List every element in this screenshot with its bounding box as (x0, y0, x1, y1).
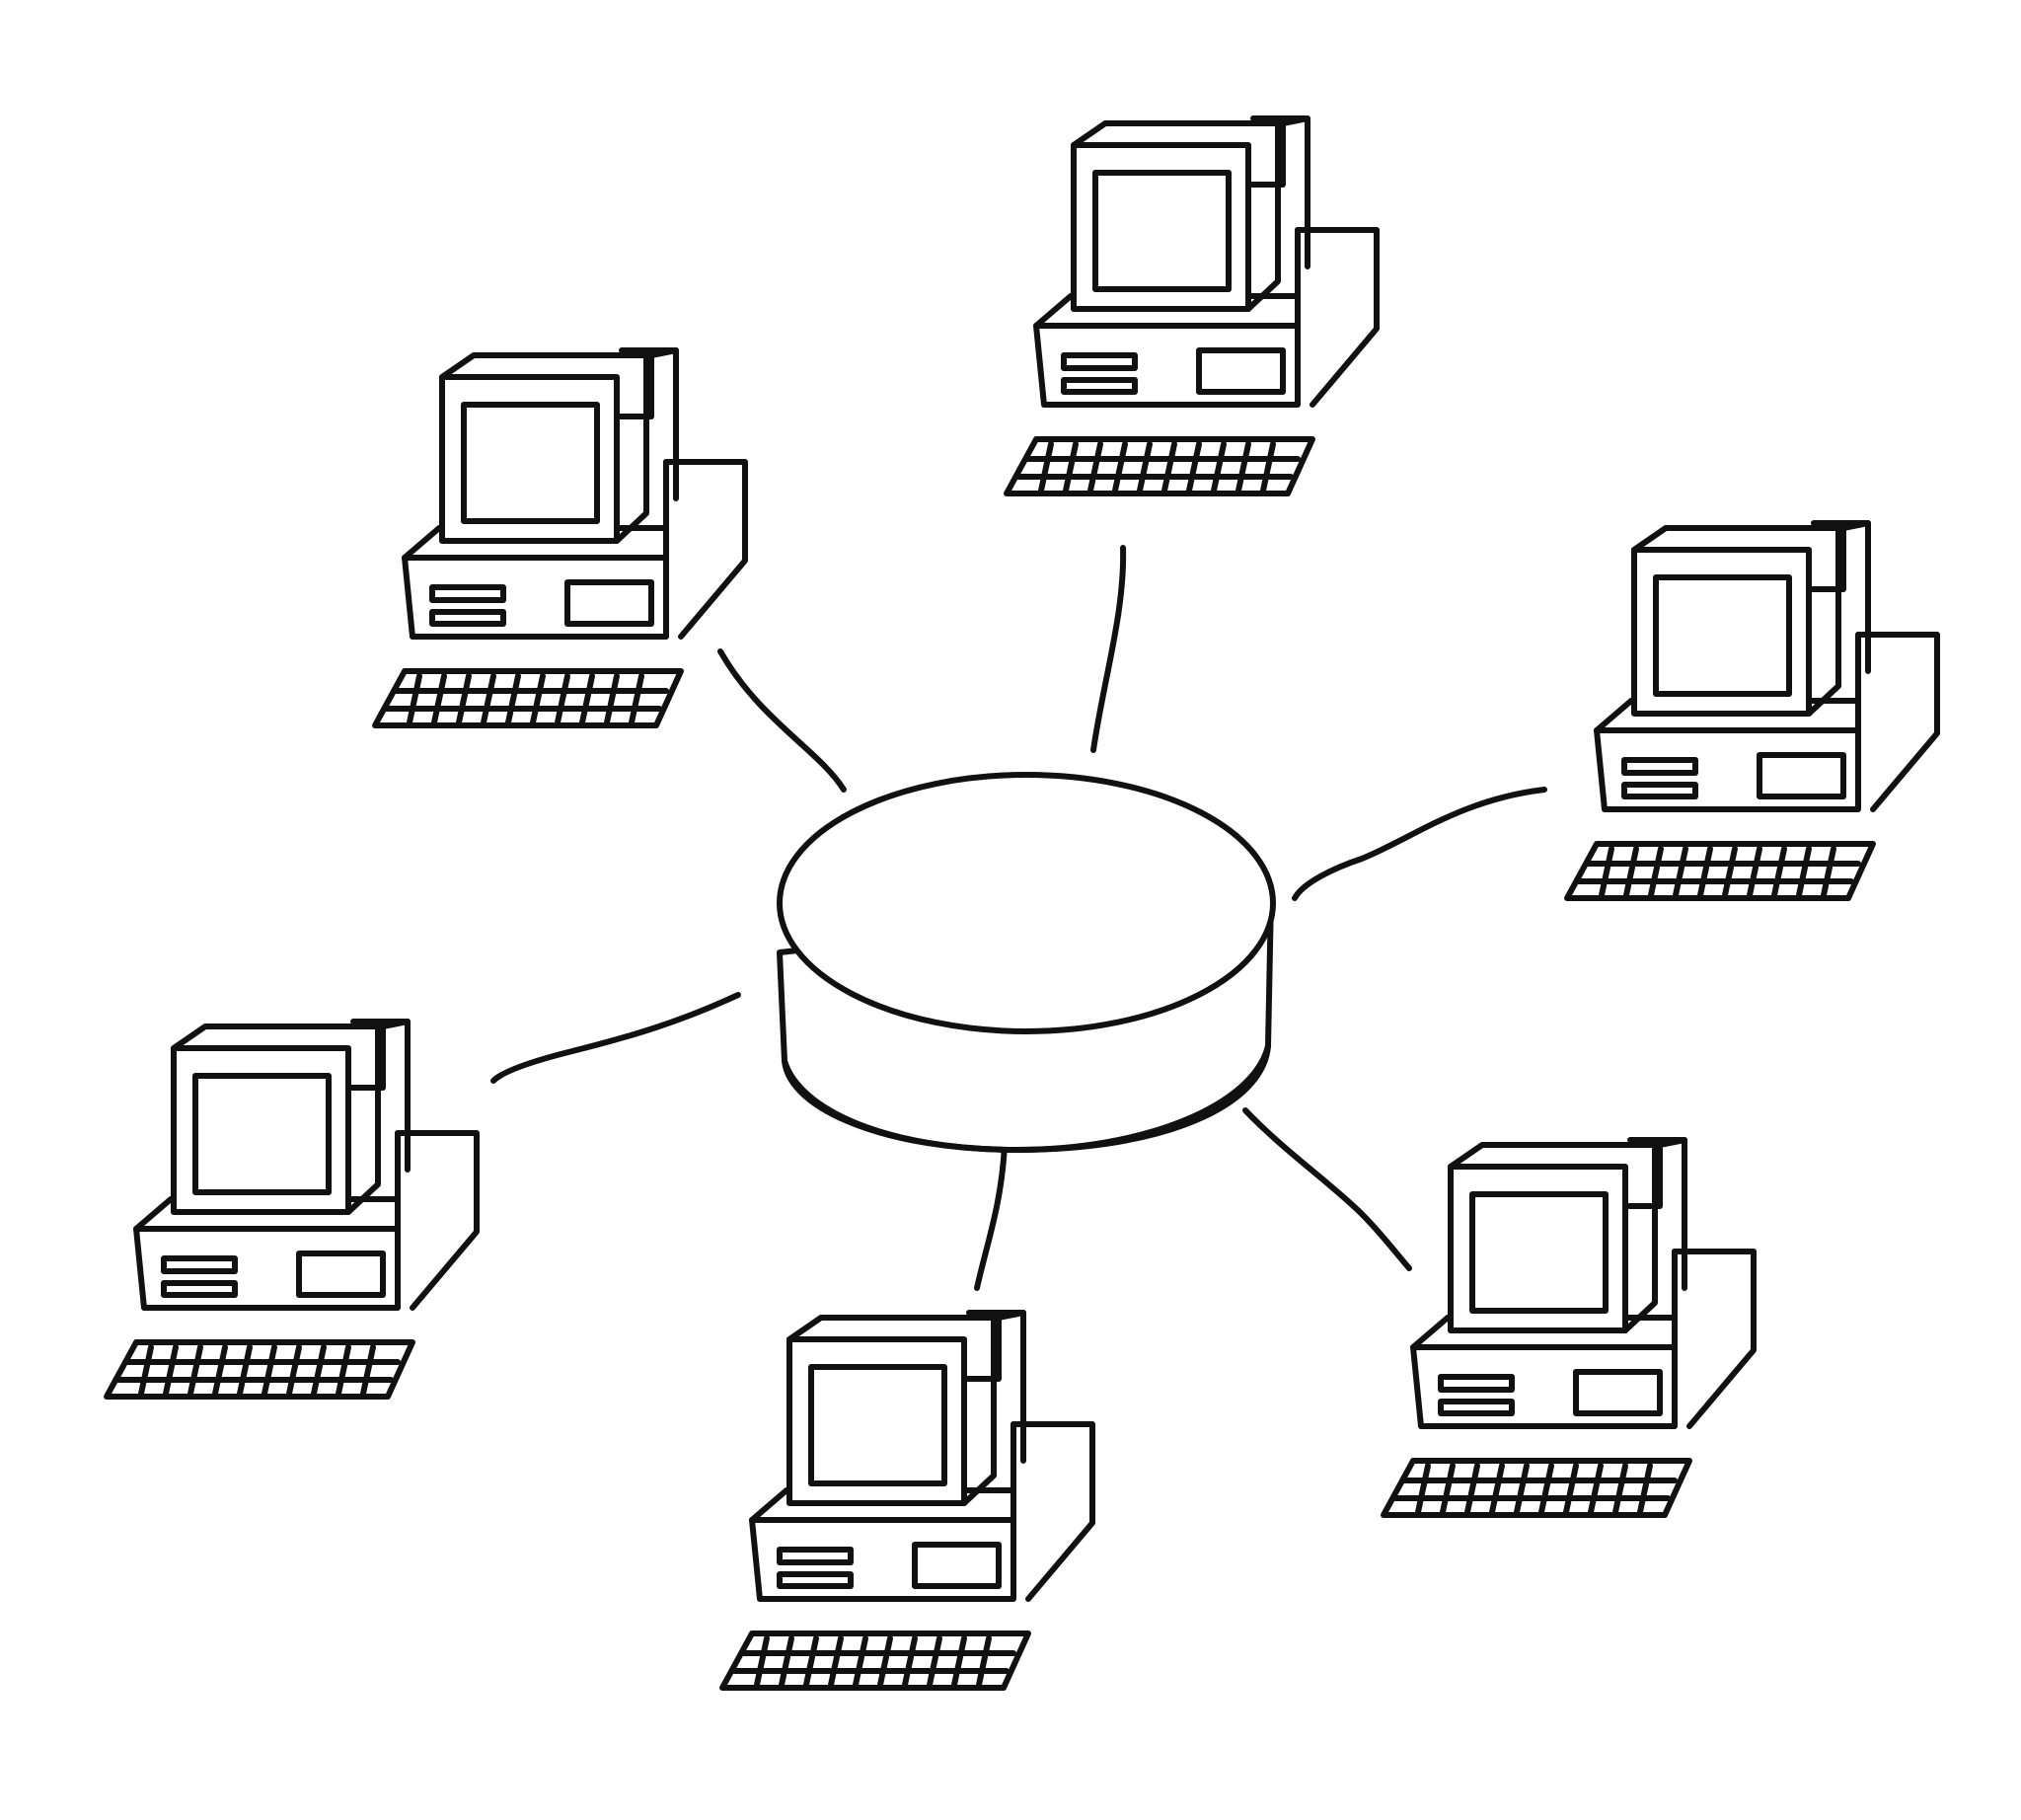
desktop-computer-icon (107, 1022, 477, 1397)
desktop-computer-icon (375, 350, 745, 725)
desktop-computer-icon (1567, 523, 1937, 898)
link-bottom-right (1242, 1107, 1412, 1271)
link-right (1292, 787, 1547, 901)
database-cylinder-icon (777, 772, 1276, 1153)
desktop-computer-icon (1007, 118, 1377, 493)
connection-links (490, 545, 1547, 1291)
desktop-computer-icon (1384, 1140, 1754, 1515)
desktop-computer-icon (722, 1313, 1092, 1688)
link-bottom (974, 1142, 1008, 1291)
link-top-left (717, 648, 847, 793)
link-top (1090, 545, 1127, 753)
link-left (490, 992, 741, 1084)
